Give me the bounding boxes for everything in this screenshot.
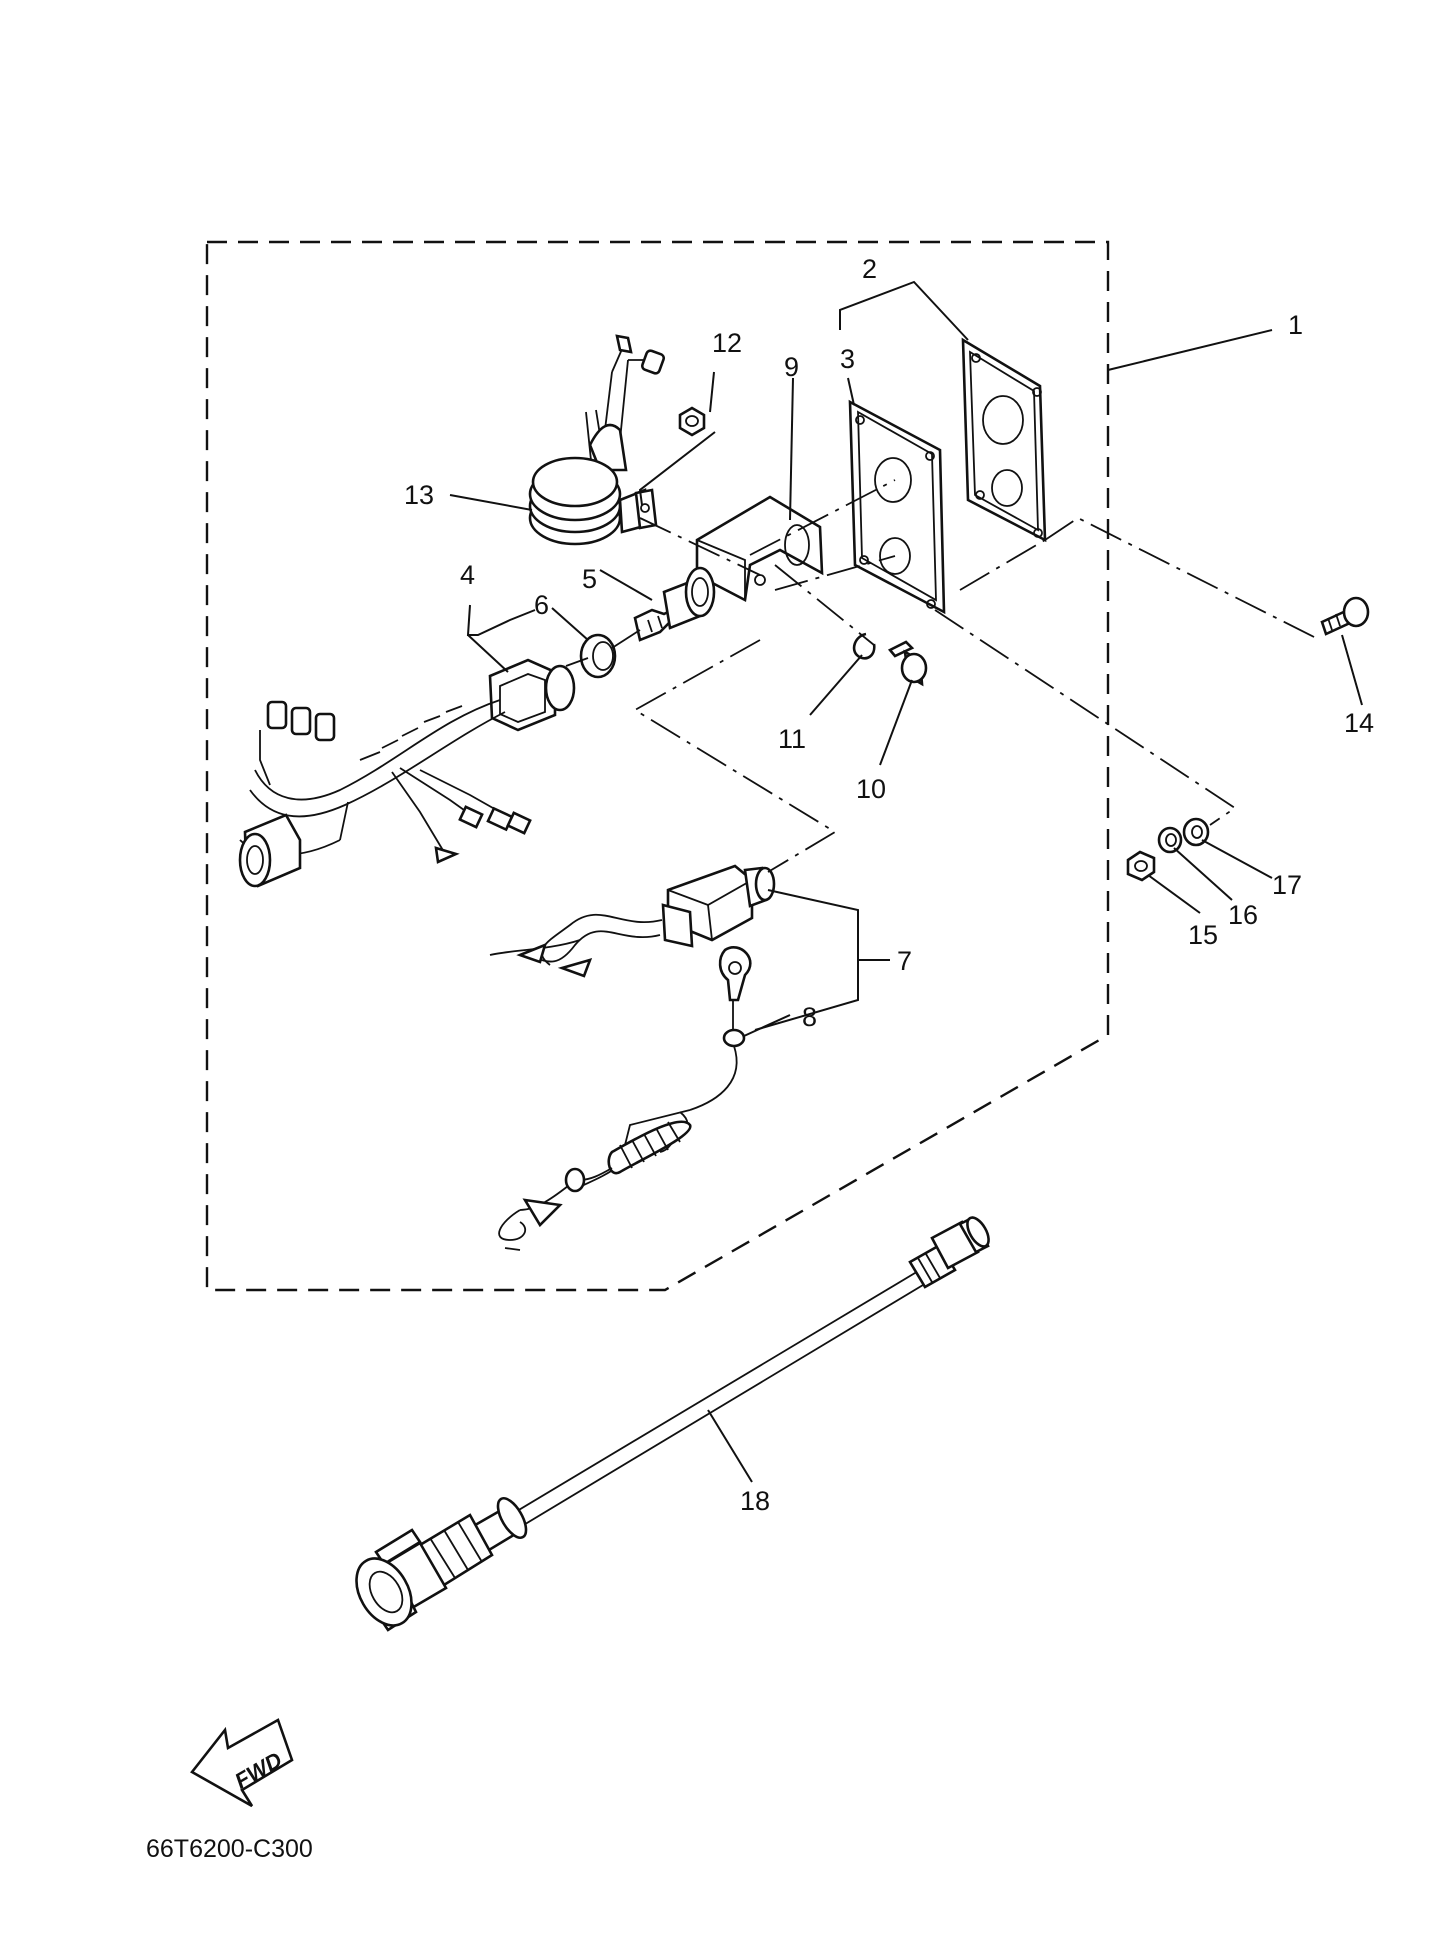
- callout-2: 2: [862, 254, 877, 284]
- part-4-harness: [238, 658, 576, 888]
- part-2-outer-plate: [961, 337, 1047, 543]
- callout-3: 3: [840, 344, 855, 374]
- diagram-code: 66T6200-C300: [146, 1835, 313, 1863]
- callout-11: 11: [778, 724, 806, 754]
- callout-1: 1: [1288, 310, 1303, 340]
- callout-8: 8: [802, 1002, 817, 1032]
- part-13-switch: [528, 334, 666, 546]
- part-5-main-switch: [633, 566, 716, 642]
- callout-17: 17: [1272, 870, 1302, 900]
- part-8-lanyard: [498, 946, 752, 1251]
- callout-18: 18: [740, 1486, 770, 1516]
- assembly-boundary: [205, 240, 1110, 1292]
- leader-lines: [449, 280, 1363, 1483]
- callout-13: 13: [404, 480, 434, 510]
- part-10-bolt: [887, 640, 928, 687]
- alignment-lines: [565, 479, 1321, 873]
- callout-9: 9: [784, 352, 799, 382]
- callout-10: 10: [856, 774, 886, 804]
- part-18-cable: [355, 1216, 990, 1632]
- part-12-nut: [678, 406, 706, 437]
- part-7-stop-switch: [489, 864, 776, 978]
- callout-labels: 1 2 3 4 5 6 7 8 9 10 11 12 13 14 15 16 1…: [404, 254, 1374, 1516]
- part-17-washer: [1182, 817, 1210, 847]
- callout-16: 16: [1228, 900, 1258, 930]
- part-16-lockwasher: [1157, 826, 1183, 854]
- part-6-seal: [579, 633, 617, 679]
- callout-14: 14: [1344, 708, 1374, 738]
- callout-5: 5: [582, 564, 597, 594]
- part-14-screw: [1320, 596, 1370, 636]
- callout-4: 4: [460, 560, 475, 590]
- callout-6: 6: [534, 590, 549, 620]
- callout-15: 15: [1188, 920, 1218, 950]
- fwd-arrow-icon: FWD: [190, 1718, 294, 1808]
- part-15-nut: [1126, 850, 1156, 882]
- part-3-gasket-plate: [848, 399, 946, 615]
- callout-7: 7: [897, 946, 912, 976]
- callout-12: 12: [712, 328, 742, 358]
- part-9-bracket: [695, 495, 824, 603]
